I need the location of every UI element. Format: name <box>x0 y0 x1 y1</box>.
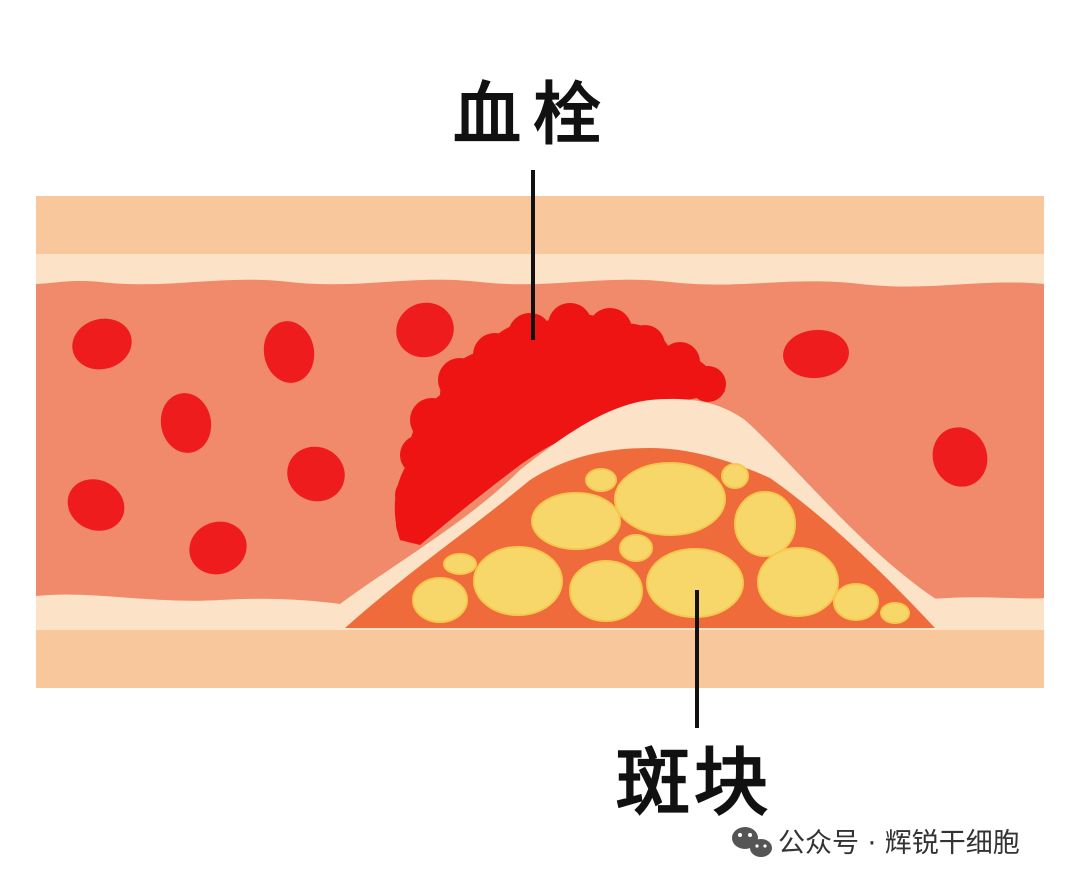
lipid-globule <box>473 546 563 616</box>
red-blood-cell <box>263 321 315 383</box>
lipid-globules <box>412 462 910 624</box>
thrombus <box>394 303 726 545</box>
red-blood-cells <box>67 302 988 575</box>
lipid-globule <box>880 602 910 624</box>
lipid-globule <box>443 553 477 575</box>
lipid-globule <box>833 583 879 621</box>
wechat-icon <box>732 827 772 857</box>
lipid-globule <box>585 468 617 492</box>
lipid-globule <box>734 491 796 557</box>
lipid-globule <box>757 547 839 617</box>
vessel-wall-bottom <box>36 630 1044 688</box>
red-blood-cell <box>160 393 212 453</box>
watermark: 公众号 · 辉锐干细胞 <box>732 827 1020 859</box>
red-blood-cell <box>67 479 125 531</box>
thrombus-label: 血栓 <box>453 76 613 155</box>
red-blood-cell <box>396 302 454 358</box>
intima-top <box>36 254 1044 287</box>
lipid-globule <box>531 492 621 550</box>
plaque-label: 斑块 <box>616 740 772 826</box>
red-blood-cell <box>287 446 345 502</box>
lipid-globule <box>569 560 643 622</box>
lipid-globule <box>412 577 468 623</box>
red-blood-cell <box>932 427 988 487</box>
lipid-globule <box>614 462 726 536</box>
watermark-text: 公众号 · 辉锐干细胞 <box>778 828 1020 859</box>
red-blood-cell <box>189 521 247 575</box>
lipid-globule <box>721 463 749 489</box>
red-blood-cell <box>72 318 132 370</box>
red-blood-cell <box>783 329 849 379</box>
lipid-globule <box>619 534 653 562</box>
